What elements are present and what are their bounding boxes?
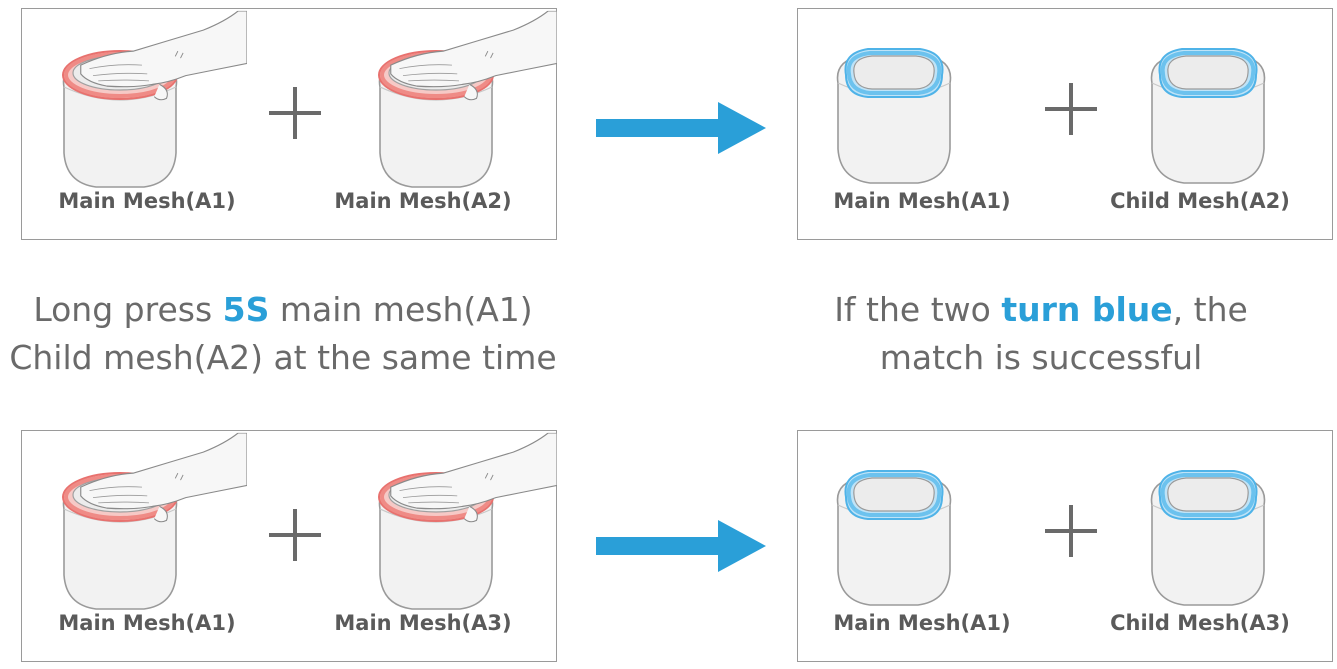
hand-icon xyxy=(72,431,247,531)
hand-icon xyxy=(72,9,247,109)
caption-text: , the xyxy=(1172,290,1248,329)
success-panel-row2: Main Mesh(A1) Child Mesh(A3) xyxy=(797,430,1333,662)
mesh-router-icon xyxy=(1138,31,1278,191)
device-label: Main Mesh(A1) xyxy=(833,611,1011,635)
device-label: Main Mesh(A2) xyxy=(334,189,512,213)
device-label: Main Mesh(A1) xyxy=(833,189,1011,213)
hand-icon xyxy=(382,9,557,109)
mesh-router-icon xyxy=(824,31,964,191)
caption-highlight: turn blue xyxy=(1001,290,1173,329)
caption-left-line2: Child mesh(A2) at the same time xyxy=(9,338,557,377)
caption-highlight: 5S xyxy=(222,290,270,329)
hand-icon xyxy=(382,431,557,531)
plus-icon xyxy=(1045,83,1097,139)
press-panel-row2: Main Mesh(A1) Main Mesh(A3) xyxy=(21,430,557,662)
caption-text: Long press xyxy=(33,290,223,329)
caption-right-line2: match is successful xyxy=(879,338,1203,377)
press-panel-row1: Main Mesh(A1) Main Mesh(A2) xyxy=(21,8,557,240)
caption-left: Long press 5S main mesh(A1) Child mesh(A… xyxy=(0,286,566,382)
device-label: Main Mesh(A1) xyxy=(58,189,236,213)
caption-text: If the two xyxy=(834,290,1002,329)
arrow-right-icon xyxy=(596,102,766,158)
caption-text: main mesh(A1) xyxy=(269,290,533,329)
mesh-router-icon xyxy=(1138,453,1278,613)
device-label: Child Mesh(A3) xyxy=(1110,611,1290,635)
caption-right: If the two turn blue, the match is succe… xyxy=(800,286,1282,382)
caption-left-line1: Long press 5S main mesh(A1) xyxy=(0,286,566,334)
plus-icon xyxy=(269,509,321,565)
plus-icon xyxy=(1045,505,1097,561)
caption-right-line1: If the two turn blue, the xyxy=(800,286,1282,334)
mesh-router-icon xyxy=(824,453,964,613)
device-label: Main Mesh(A3) xyxy=(334,611,512,635)
device-label: Main Mesh(A1) xyxy=(58,611,236,635)
plus-icon xyxy=(269,87,321,143)
device-label: Child Mesh(A2) xyxy=(1110,189,1290,213)
success-panel-row1: Main Mesh(A1) Child Mesh(A2) xyxy=(797,8,1333,240)
arrow-right-icon xyxy=(596,520,766,576)
